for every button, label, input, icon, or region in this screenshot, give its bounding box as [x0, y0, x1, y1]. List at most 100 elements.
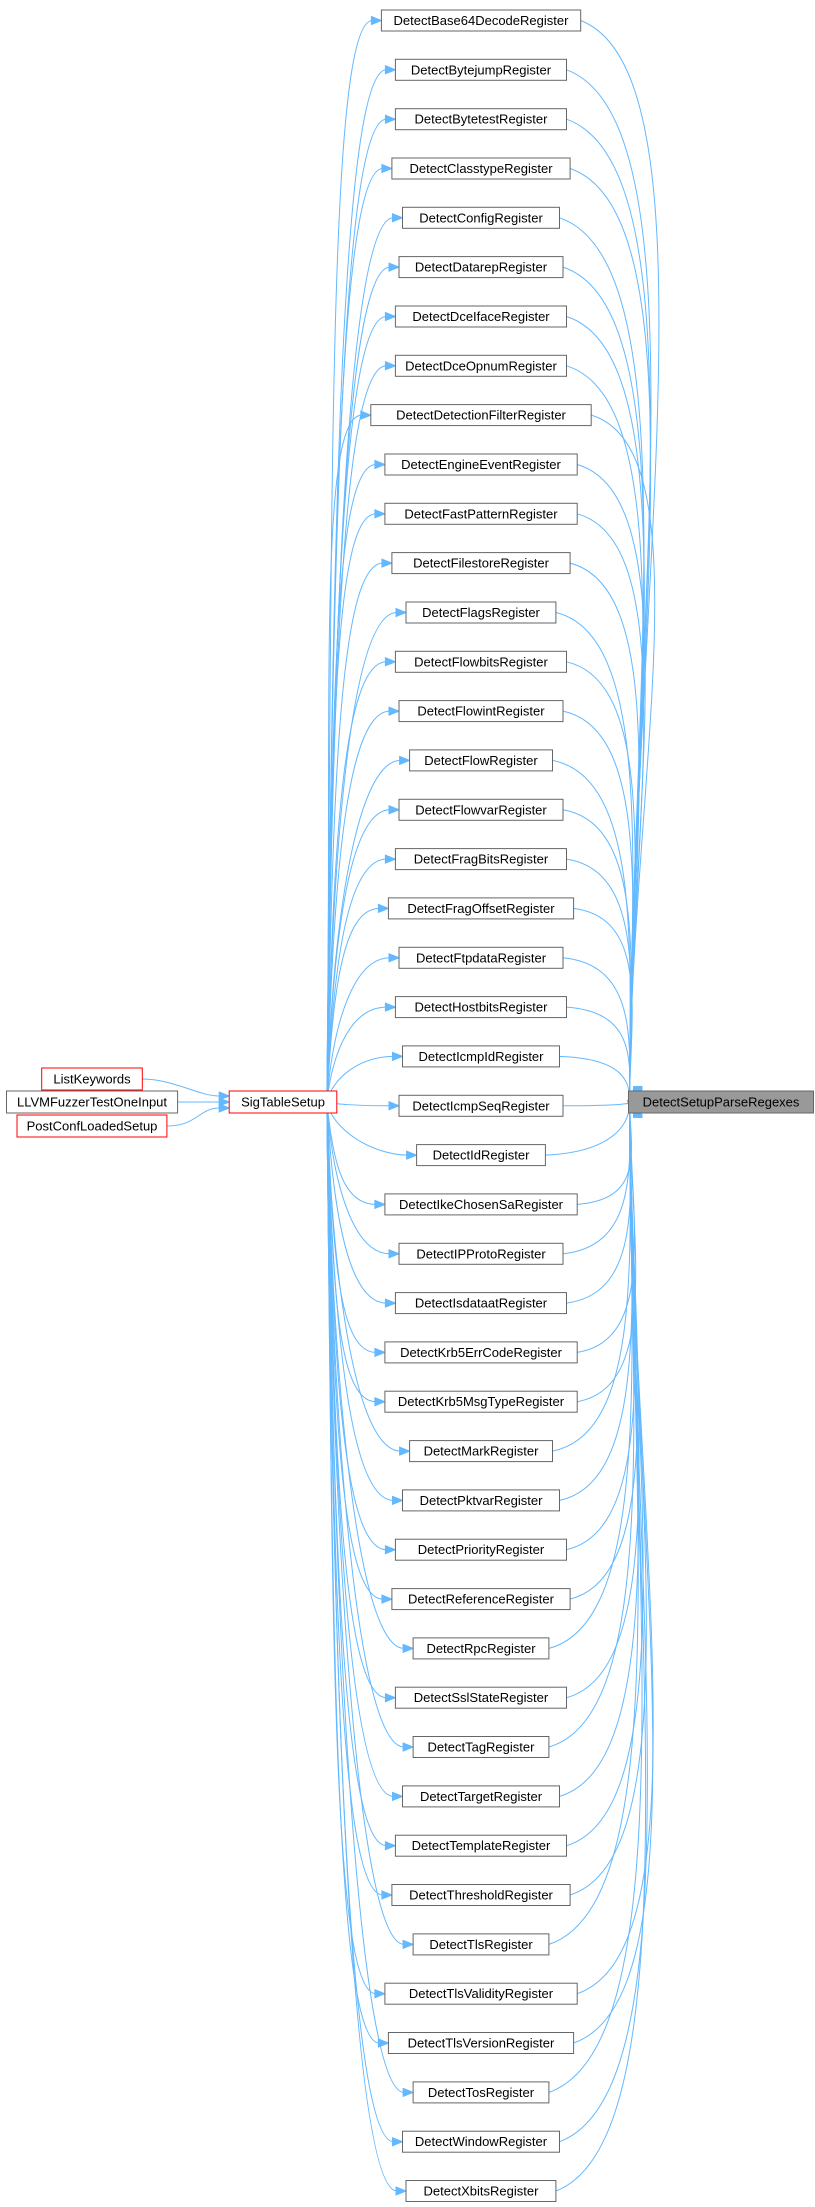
edge-line: [548, 1106, 639, 1945]
node-sig-table-setup[interactable]: SigTableSetup: [228, 1090, 338, 1114]
node-detect-engine-event-register[interactable]: DetectEngineEventRegister: [384, 453, 578, 476]
arrow-head: [388, 262, 401, 272]
node-box: [402, 1045, 560, 1068]
arrow-head: [384, 657, 397, 667]
node-detect-flow-register[interactable]: DetectFlowRegister: [409, 749, 553, 772]
node-detect-priority-register[interactable]: DetectPriorityRegister: [394, 1538, 567, 1561]
arrow-head: [384, 311, 397, 322]
node-label: DetectIcmpIdRegister: [419, 1049, 545, 1064]
node-detect-tag-register[interactable]: DetectTagRegister: [412, 1736, 550, 1758]
node-detect-mark-register[interactable]: DetectMarkRegister: [409, 1440, 553, 1463]
node-detect-krb5-msg-type-register[interactable]: DetectKrb5MsgTypeRegister: [384, 1390, 578, 1413]
node-detect-frag-bits-register[interactable]: DetectFragBitsRegister: [394, 848, 567, 871]
node-detect-pktvar-register[interactable]: DetectPktvarRegister: [402, 1489, 560, 1512]
node-detect-dce-opnum-register[interactable]: DetectDceOpnumRegister: [394, 354, 567, 377]
node-detect-setup-parse-regexes[interactable]: DetectSetupParseRegexes: [628, 1090, 814, 1114]
node-detect-config-register[interactable]: DetectConfigRegister: [402, 206, 560, 229]
edge-hub-to-detect-tos-register: [326, 1101, 415, 2098]
node-detect-classtype-register[interactable]: DetectClasstypeRegister: [391, 157, 571, 180]
node-box: [412, 1736, 550, 1758]
edge-line: [577, 1102, 633, 1205]
node-detect-datarep-register[interactable]: DetectDatarepRegister: [398, 256, 564, 279]
node-detect-krb5-err-code-register[interactable]: DetectKrb5ErrCodeRegister: [384, 1341, 578, 1364]
node-detect-reference-register[interactable]: DetectReferenceRegister: [391, 1588, 571, 1611]
node-post-conf-loaded-setup[interactable]: PostConfLoadedSetup: [16, 1114, 168, 1138]
edge-line: [573, 1106, 654, 2044]
node-label: DetectFragBitsRegister: [414, 852, 549, 867]
node-label: DetectIsdataatRegister: [415, 1296, 548, 1311]
node-detect-detection-filter-register[interactable]: DetectDetectionFilterRegister: [370, 404, 592, 427]
edge-detect-bytejump-register-to-target: [566, 69, 652, 1099]
node-llvm-fuzzer-test-one-input[interactable]: LLVMFuzzerTestOneInput: [6, 1090, 179, 1114]
node-label: DetectPktvarRegister: [420, 1493, 543, 1508]
node-label: DetectTlsRegister: [429, 1937, 533, 1952]
node-box: [6, 1090, 179, 1114]
node-detect-tls-validity-register[interactable]: DetectTlsValidityRegister: [384, 1982, 578, 2005]
arrow-head: [392, 1051, 404, 1062]
edge-line: [326, 1101, 405, 2093]
node-detect-id-register[interactable]: DetectIdRegister: [416, 1144, 546, 1167]
arrow-head: [381, 163, 394, 174]
arrow-head: [218, 1103, 231, 1113]
node-detect-flowint-register[interactable]: DetectFlowintRegister: [398, 700, 564, 723]
node-detect-bytejump-register[interactable]: DetectBytejumpRegister: [394, 58, 567, 81]
node-label: DetectTlsValidityRegister: [409, 1986, 554, 2001]
node-detect-hostbits-register[interactable]: DetectHostbitsRegister: [394, 996, 567, 1019]
node-detect-icmp-id-register[interactable]: DetectIcmpIdRegister: [402, 1045, 560, 1068]
node-detect-dce-iface-register[interactable]: DetectDceIfaceRegister: [394, 305, 567, 328]
node-detect-base64-decode-register[interactable]: DetectBase64DecodeRegister: [380, 9, 582, 32]
node-detect-target-register[interactable]: DetectTargetRegister: [402, 1785, 560, 1808]
edge-detect-icmp-id-register-to-target: [559, 1055, 639, 1104]
edge-detect-bytetest-register-to-target: [566, 118, 651, 1099]
node-detect-flowvar-register[interactable]: DetectFlowvarRegister: [398, 798, 564, 821]
node-detect-threshold-register[interactable]: DetectThresholdRegister: [391, 1884, 571, 1906]
edge-line: [142, 1078, 220, 1097]
node-label: DetectDetectionFilterRegister: [396, 408, 566, 423]
node-box: [402, 1489, 560, 1512]
edge-hub-to-detect-icmp-seq-register: [326, 1101, 401, 1111]
node-detect-rpc-register[interactable]: DetectRpcRegister: [412, 1637, 550, 1660]
node-detect-frag-offset-register[interactable]: DetectFragOffsetRegister: [387, 897, 575, 920]
edge-line: [326, 1101, 398, 2192]
arrow-head: [381, 1890, 394, 1900]
node-detect-ftpdata-register[interactable]: DetectFtpdataRegister: [398, 946, 564, 969]
node-detect-ssl-state-register[interactable]: DetectSslStateRegister: [394, 1686, 567, 1709]
node-label: DetectBytetestRegister: [415, 112, 549, 127]
node-detect-isdataat-register[interactable]: DetectIsdataatRegister: [394, 1292, 567, 1315]
arrow-head: [388, 953, 401, 963]
edge-line: [326, 562, 383, 1103]
node-label: DetectIdRegister: [433, 1148, 530, 1163]
arrow-head: [374, 509, 387, 519]
node-label: DetectFlowintRegister: [417, 704, 545, 719]
node-detect-xbits-register[interactable]: DetectXbitsRegister: [405, 2180, 557, 2202]
edge-hub-to-detect-ip-proto-register: [326, 1101, 401, 1259]
arrow-head: [399, 755, 411, 766]
node-box: [16, 1114, 168, 1138]
arrow-head: [381, 1594, 394, 1604]
node-detect-window-register[interactable]: DetectWindowRegister: [402, 2130, 560, 2153]
node-box: [380, 9, 582, 32]
node-list-keywords[interactable]: ListKeywords: [41, 1067, 143, 1091]
edge-line: [326, 957, 391, 1103]
node-detect-tls-version-register[interactable]: DetectTlsVersionRegister: [387, 2032, 575, 2054]
arrow-head: [370, 15, 383, 26]
node-detect-tos-register[interactable]: DetectTosRegister: [412, 2081, 550, 2104]
node-detect-fast-pattern-register[interactable]: DetectFastPatternRegister: [384, 502, 578, 525]
node-detect-ike-chosen-sa-register[interactable]: DetectIkeChosenSaRegister: [384, 1193, 578, 1216]
node-detect-tls-register[interactable]: DetectTlsRegister: [412, 1933, 550, 1956]
node-detect-ip-proto-register[interactable]: DetectIPProtoRegister: [398, 1242, 564, 1265]
node-label: DetectFlowRegister: [424, 753, 538, 768]
edge-hub-to-detect-dce-iface-register: [326, 311, 397, 1103]
node-detect-filestore-register[interactable]: DetectFilestoreRegister: [391, 552, 571, 575]
node-detect-template-register[interactable]: DetectTemplateRegister: [394, 1834, 567, 1857]
node-detect-flags-register[interactable]: DetectFlagsRegister: [405, 601, 557, 624]
node-label: SigTableSetup: [241, 1095, 325, 1110]
node-detect-bytetest-register[interactable]: DetectBytetestRegister: [394, 108, 567, 131]
node-detect-icmp-seq-register[interactable]: DetectIcmpSeqRegister: [398, 1094, 564, 1117]
node-box: [387, 2032, 575, 2054]
edge-line: [326, 1101, 376, 1205]
node-box: [391, 1884, 571, 1906]
edge-detect-classtype-register-to-target: [569, 168, 652, 1099]
edge-hub-to-detect-hostbits-register: [326, 1002, 397, 1103]
node-detect-flowbits-register[interactable]: DetectFlowbitsRegister: [394, 650, 567, 673]
